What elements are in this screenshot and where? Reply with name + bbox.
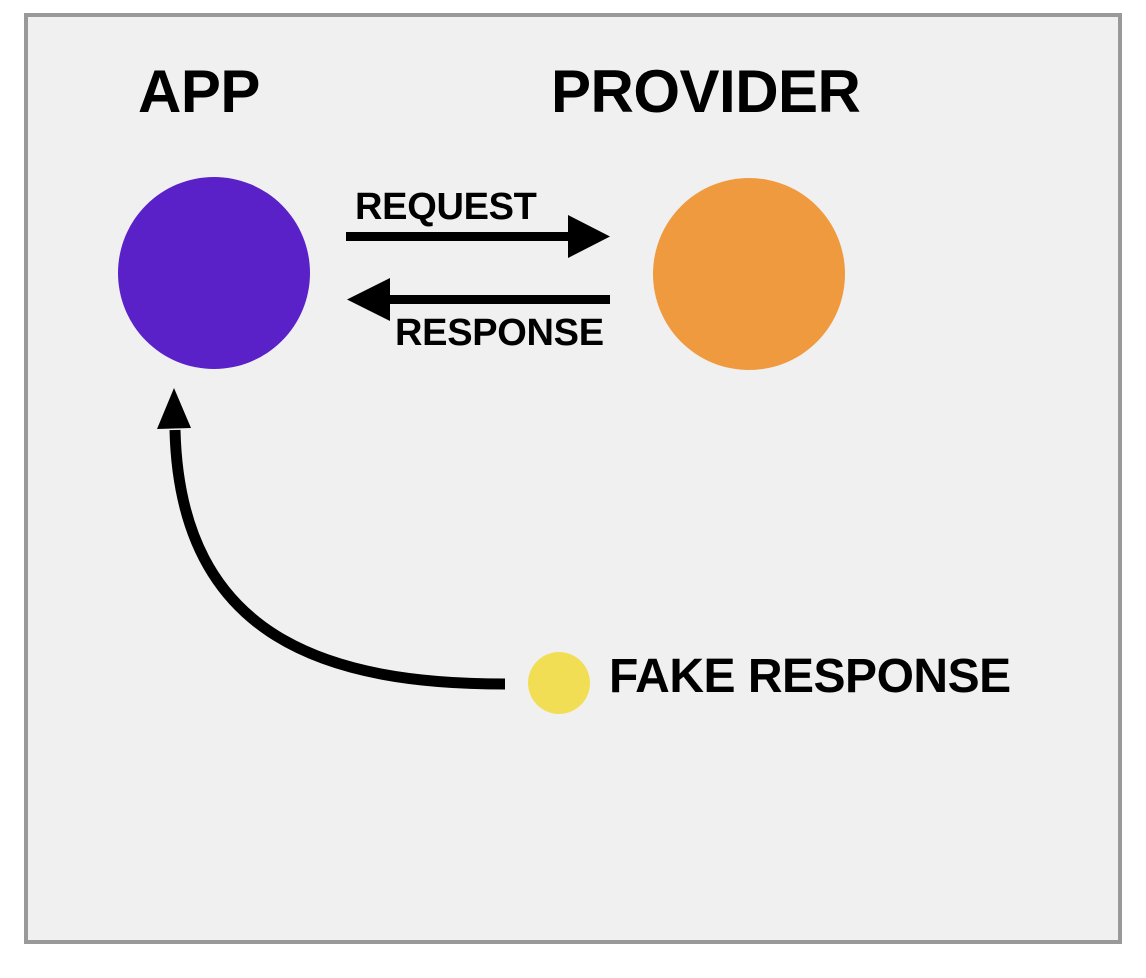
provider-node-circle[interactable] — [653, 178, 845, 370]
app-node-circle[interactable] — [118, 177, 310, 369]
response-edge-label: RESPONSE — [395, 312, 604, 354]
response-arrow — [347, 278, 610, 321]
request-arrow-shaft — [346, 232, 570, 241]
request-arrow — [346, 215, 610, 258]
fake-response-arrow-head-icon — [157, 388, 191, 429]
fake-response-edge-label: FAKE RESPONSE — [609, 650, 1011, 703]
response-arrow-head-icon — [347, 278, 390, 321]
fake-response-arrow-curve — [169, 429, 506, 690]
app-title-label: APP — [138, 58, 260, 125]
request-edge-label: REQUEST — [355, 186, 537, 228]
diagram-frame — [24, 13, 1122, 944]
response-arrow-shaft — [388, 295, 610, 304]
provider-title-label: PROVIDER — [551, 58, 861, 125]
fake-response-node-circle[interactable] — [528, 652, 590, 714]
fake-response-arrow — [157, 388, 506, 690]
request-arrow-head-icon — [568, 215, 610, 258]
